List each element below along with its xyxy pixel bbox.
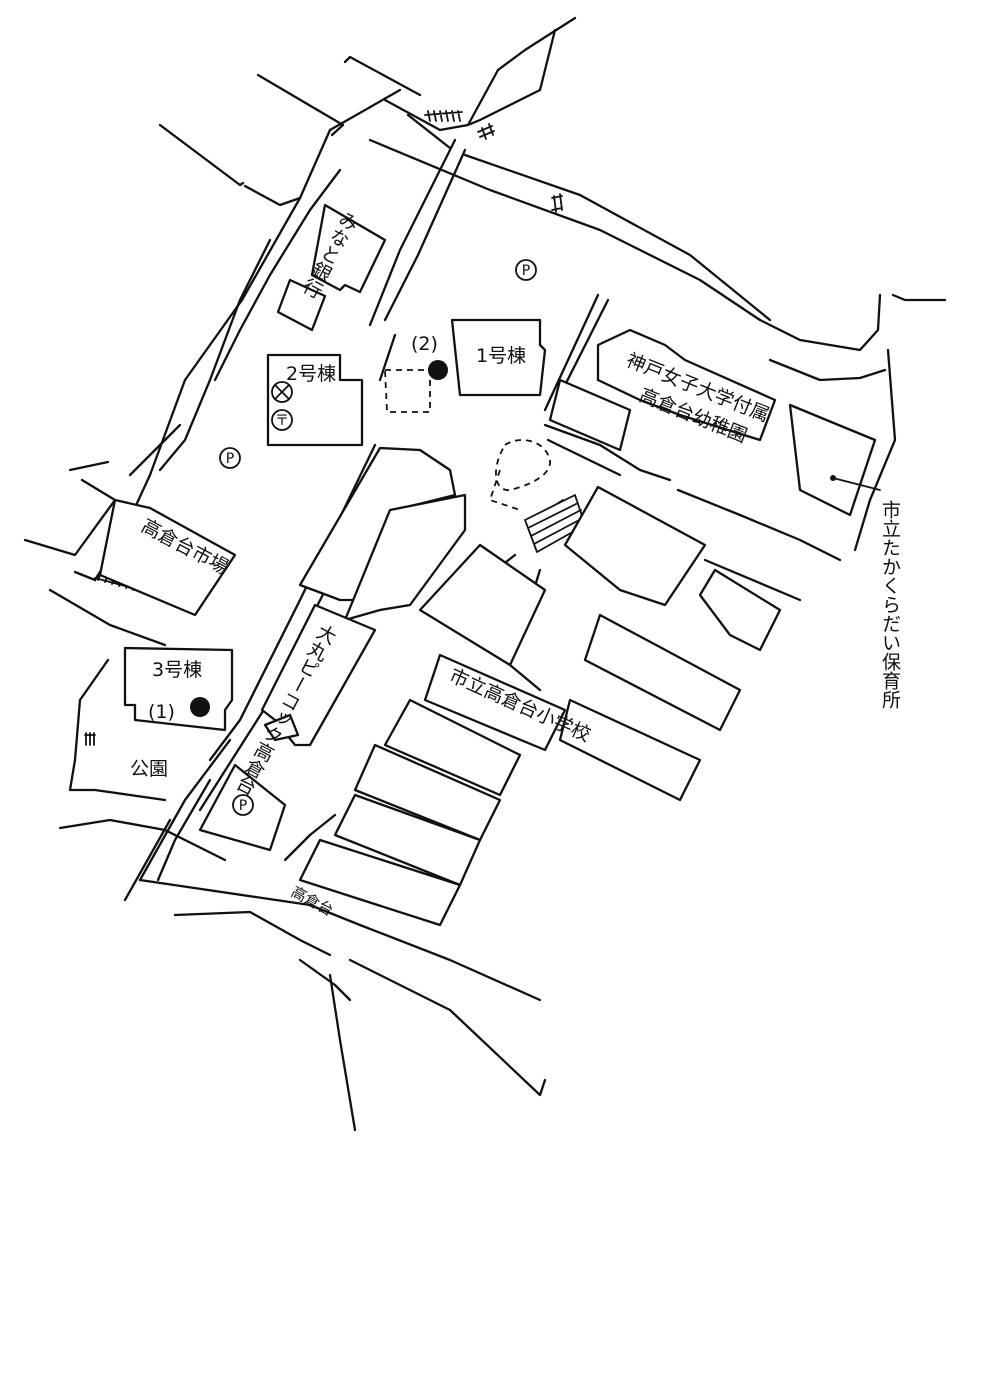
svg-text:P: P: [239, 798, 247, 814]
building-1-label: 1号棟: [476, 345, 526, 367]
marker-1-label: (1): [148, 701, 175, 723]
bank-icon: [272, 382, 292, 402]
minato-bank-building: [312, 205, 385, 292]
marker-1-dot: [190, 697, 210, 717]
marker-2-dot: [428, 360, 448, 380]
takakuradai-market: [100, 500, 235, 615]
nursery-label: 市立たかくらだい保育所: [879, 500, 901, 709]
building-2-label: 2号棟: [286, 363, 336, 385]
kindergarten: [598, 330, 775, 440]
park-label: 公園: [130, 758, 168, 780]
svg-text:P: P: [226, 451, 234, 467]
marker-2-label: (2): [411, 333, 438, 355]
post-office-icon: 〒: [272, 410, 292, 430]
road-network: [25, 18, 945, 1130]
parking-icon: P: [220, 448, 240, 468]
daimaru-peacock: [262, 605, 375, 745]
parking-icon: P: [233, 795, 253, 815]
building-1: [452, 320, 545, 395]
parking-icon: P: [516, 260, 536, 280]
svg-text:P: P: [522, 263, 530, 279]
elementary-school: [425, 655, 565, 750]
svg-text:〒: 〒: [275, 413, 289, 429]
building-3-label: 3号棟: [152, 659, 202, 681]
parking-markers: P P P: [220, 260, 536, 815]
